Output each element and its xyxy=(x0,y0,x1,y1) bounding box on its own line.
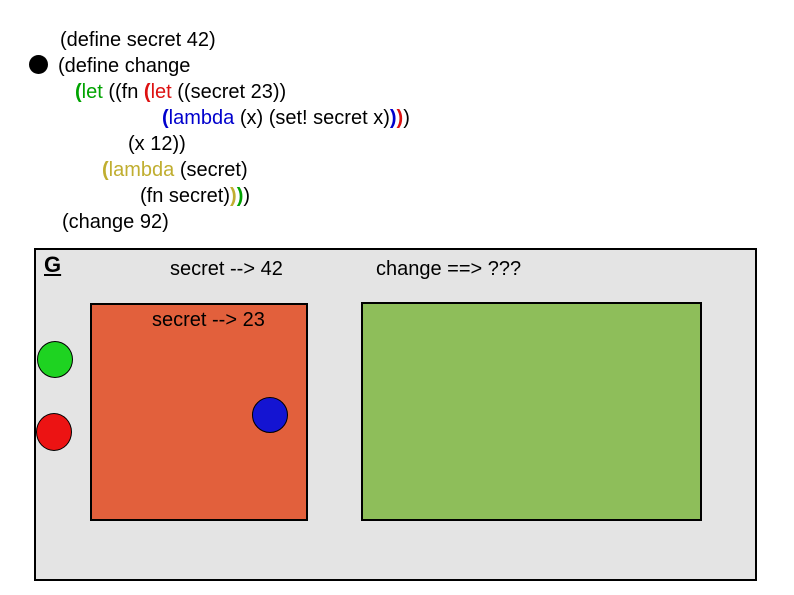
code-token: let xyxy=(150,81,172,103)
code-line-inner-lambda: (lambda (x) (set! secret x)))) xyxy=(0,105,794,131)
code-token: ( xyxy=(102,159,109,181)
current-line-bullet-icon xyxy=(29,55,48,74)
code-token: ) xyxy=(396,107,404,129)
code-line-outer-lambda: (lambda (secret) xyxy=(0,157,794,183)
code-token: ) xyxy=(236,185,244,207)
code-token: ((fn xyxy=(102,81,144,103)
code-token: ) xyxy=(403,107,410,129)
red-dot-icon xyxy=(36,413,72,451)
green-env-frame xyxy=(361,302,702,521)
code-token: (x 12)) xyxy=(128,133,186,155)
code-token: (fn secret) xyxy=(140,185,231,207)
blue-dot-icon xyxy=(252,397,288,433)
code-token: (x) (set! secret x) xyxy=(234,107,390,129)
code-token: ( xyxy=(143,81,151,103)
code-token: (define secret 42) xyxy=(60,29,216,51)
code-token: ( xyxy=(75,81,82,103)
code-token: (change 92) xyxy=(62,211,169,233)
code-line-change-call: (change 92) xyxy=(0,209,794,235)
code-token: ) xyxy=(243,185,251,207)
let-binding-secret: secret --> 23 xyxy=(152,309,265,331)
code-token: let xyxy=(81,81,103,103)
global-binding-secret: secret --> 42 xyxy=(170,258,283,280)
code-line-define-secret: (define secret 42) xyxy=(0,27,794,53)
code-token: (define change xyxy=(58,55,191,77)
code-token: lambda xyxy=(168,107,235,129)
scheme-code-listing: (define secret 42)(define change(let ((f… xyxy=(0,27,794,235)
code-token: ( xyxy=(162,107,169,129)
global-binding-change: change ==> ??? xyxy=(376,258,522,280)
global-env-label: G xyxy=(44,252,62,277)
code-line-outer-let: (let ((fn (let ((secret 23)) xyxy=(0,79,794,105)
code-line-fn-call: (fn secret)))) xyxy=(0,183,794,209)
code-line-x-binding: (x 12)) xyxy=(0,131,794,157)
code-token: lambda xyxy=(108,159,175,181)
code-token: ) xyxy=(230,185,237,207)
green-dot-icon xyxy=(37,341,73,378)
code-line-define-change: (define change xyxy=(0,53,794,79)
code-token: (secret) xyxy=(174,159,248,181)
code-token: ) xyxy=(389,107,397,129)
code-token: ((secret 23)) xyxy=(171,81,287,103)
